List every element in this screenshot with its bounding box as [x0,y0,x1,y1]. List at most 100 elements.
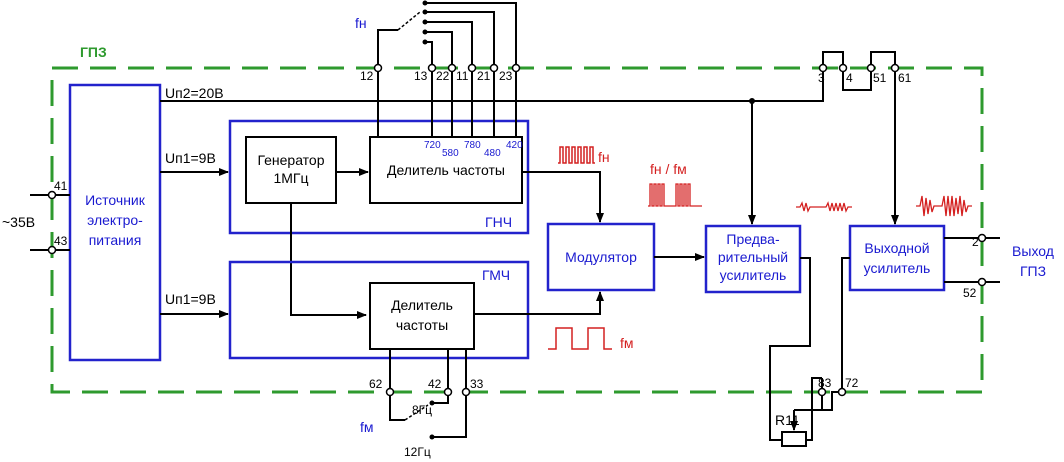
signal-fm-switch: fм [360,419,374,435]
pin-61: 61 [898,71,912,85]
gmch-group [228,260,530,360]
terminal-13 [427,63,437,73]
gmch-label: ГМЧ [482,267,510,283]
r11-resistor [781,431,807,447]
terminal-21 [489,63,499,73]
terminal-2 [977,233,987,243]
pin-12: 12 [360,69,374,83]
freq-580: 580 [442,148,459,159]
switch-contact-3 [422,19,428,25]
signal-fn-fm-label: fн / fм [650,161,687,177]
r11-label: R11 [775,412,800,428]
terminal-22 [447,63,457,73]
divider-top-block [369,136,523,204]
power-supply-label-3: питания [89,232,142,248]
wire-62 [389,349,405,421]
terminal-33 [461,387,471,397]
terminal-51 [866,63,876,73]
divider-bottom-label-2: частоты [396,317,448,333]
freq-720: 720 [424,140,441,151]
terminal-23 [511,63,521,73]
freq-12hz: 12Гц [404,445,431,459]
pin-43: 43 [54,234,68,248]
power-supply-label-2: электро- [87,212,143,228]
switch-fm [404,404,429,421]
up1-top-label: Uп1=9В [165,150,216,166]
switch-contact-5 [422,39,428,45]
switch-contact-12hz [429,434,435,440]
pin-23: 23 [499,69,513,83]
gnch-label: ГНЧ [485,214,512,230]
p72-to-output-amp [841,257,850,392]
pin-41: 41 [54,179,68,193]
fn-fm-waveform [648,183,702,207]
pin-62: 62 [369,377,383,391]
terminal-42 [443,387,453,397]
input-voltage: ~35В [2,214,35,230]
terminal-12 [373,63,383,73]
output-label-2: ГПЗ [1020,263,1046,279]
pin-83: 83 [818,376,832,390]
terminal-72 [837,387,847,397]
signal-fn-label: fн [598,149,610,165]
switch-contact-1 [422,0,428,6]
modulator-block [546,222,656,292]
up1-bottom-label: Uп1=9В [165,291,216,307]
power-supply-block [68,83,162,362]
wire-12 [377,29,398,137]
pin-33: 33 [470,377,484,391]
signal-fm-label: fм [620,335,634,351]
switch-contact-4 [422,29,428,35]
generator-label-2: 1МГц [273,170,308,186]
preamp-block [704,224,802,294]
switch-contact-8hz [429,400,435,406]
divider-bottom-to-modulator [474,291,604,315]
output-label-1: Выход [1012,243,1054,259]
terminal-52 [977,277,987,287]
pin-22: 22 [436,69,450,83]
wire-33 [432,349,467,438]
divider-bottom-block [369,282,475,350]
fn-waveform [558,146,595,164]
switch-fn [397,11,421,31]
preamp-label-2: рительный [718,249,788,265]
terminal-61 [890,63,900,73]
terminal-3 [818,63,828,73]
signal-fn-switch: fн [355,15,367,31]
output-amp-block [848,224,946,292]
pin-52: 52 [963,286,977,300]
pin-3: 3 [818,71,825,85]
pin-2: 2 [972,235,979,249]
terminal-4 [838,63,848,73]
up2-label: Uп2=20В [165,85,224,101]
generator-label-1: Генератор [257,152,324,168]
wire-13 [425,41,433,137]
freq-8hz: 8Гц [412,403,432,417]
gpz-title: ГПЗ [80,44,107,60]
pin-4: 4 [846,71,853,85]
preamp-waveform [796,201,852,213]
wire-22 [425,31,453,137]
wire-21 [425,11,495,137]
p83-p72-link [822,391,842,411]
gen-to-bottom-divider [290,203,367,319]
preamp-label-1: Предва- [726,231,780,247]
up2-line [160,51,896,102]
preamp-to-r11 [769,257,811,441]
terminal-83 [817,387,827,397]
pin-72: 72 [845,376,859,390]
freq-420: 420 [506,140,523,151]
pin-13: 13 [414,69,428,83]
fm-waveform [548,327,612,350]
divider-to-modulator [522,171,604,223]
wire-23 [425,2,517,137]
freq-780: 780 [464,140,481,151]
generator-block [245,136,337,204]
output-waveform [916,195,972,217]
terminal-11 [467,63,477,73]
freq-480: 480 [484,148,501,159]
wire-11 [425,21,473,137]
preamp-label-3: усилитель [720,267,787,283]
terminal-41 [47,190,57,200]
